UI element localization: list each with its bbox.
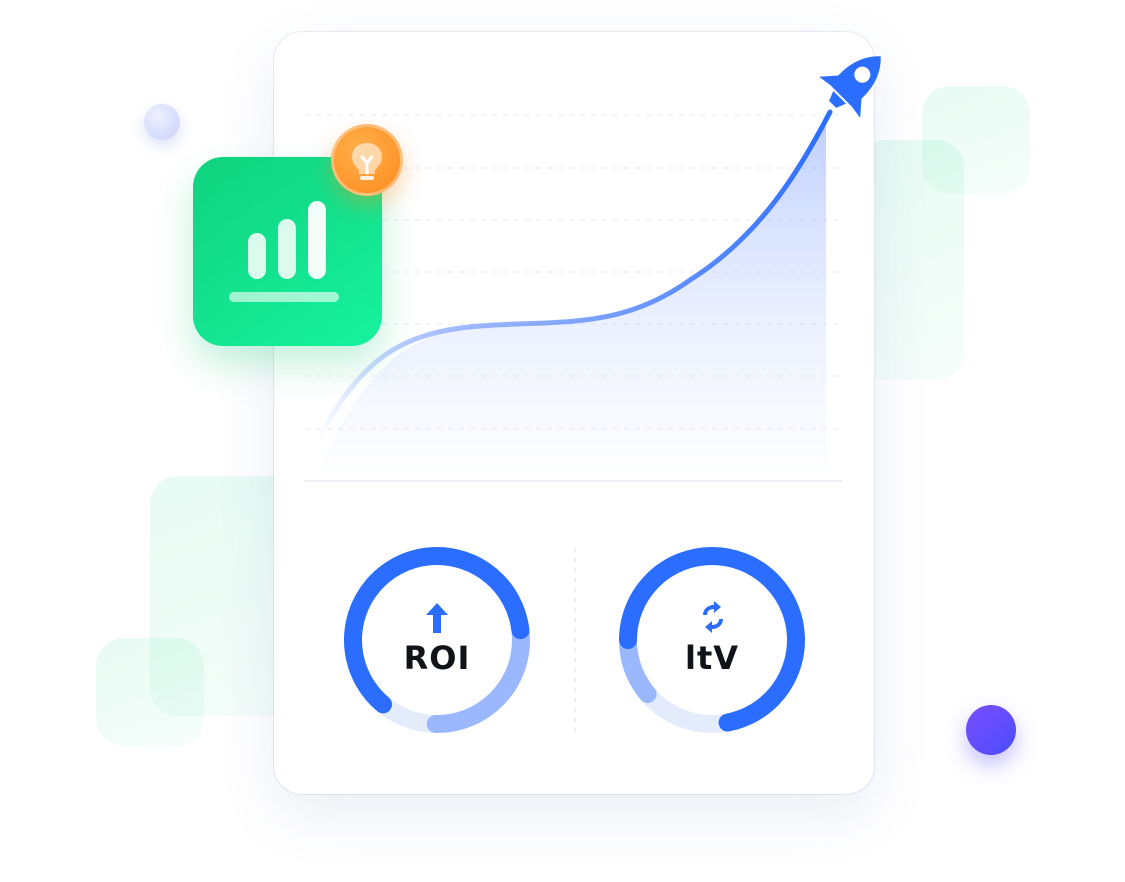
refresh-icon bbox=[703, 601, 723, 633]
ltv-gauge-ring bbox=[619, 547, 805, 733]
decor-dot-purple bbox=[966, 705, 1016, 755]
bar-chart-icon bbox=[229, 201, 339, 302]
lightbulb-badge bbox=[331, 124, 403, 196]
bg-square-top-right-outer bbox=[922, 86, 1030, 194]
ltv-label: ltV bbox=[684, 639, 740, 677]
chart-area bbox=[318, 118, 826, 470]
rocket-icon bbox=[819, 56, 881, 118]
bg-square-right bbox=[858, 140, 964, 380]
roi-label: ROI bbox=[403, 639, 471, 677]
roi-gauge: ROI bbox=[342, 545, 532, 735]
ltv-gauge-secondary-arc bbox=[619, 547, 805, 733]
ltv-gauge-primary-arc bbox=[619, 547, 805, 733]
roi-gauge-primary-arc bbox=[343, 547, 530, 733]
decor-dot-lavender bbox=[144, 104, 180, 140]
lightbulb-icon bbox=[352, 143, 382, 180]
ltv-gauge: ltV bbox=[617, 545, 807, 735]
arrow-up-icon bbox=[426, 603, 448, 633]
chart-line bbox=[315, 109, 833, 443]
roi-gauge-ring bbox=[343, 547, 530, 733]
bg-square-left-small bbox=[96, 638, 204, 746]
